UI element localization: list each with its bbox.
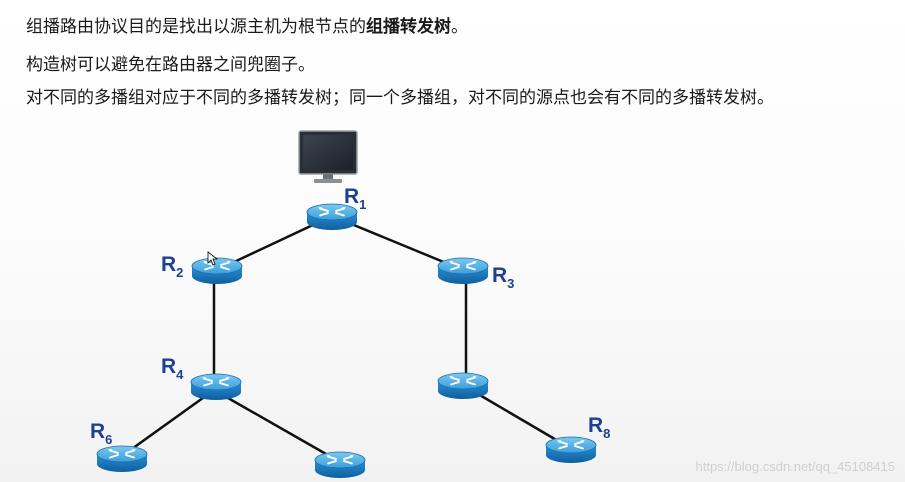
mouse-cursor-icon	[207, 251, 219, 266]
router-r2-icon	[191, 257, 243, 285]
link-r4-r6	[121, 388, 215, 458]
link-r4-r5	[213, 388, 341, 464]
router-r8-icon	[545, 436, 597, 464]
links	[121, 214, 571, 464]
intro-line-1: 组播路由协议目的是找出以源主机为根节点的组播转发树。	[26, 12, 468, 37]
label-r8: R8	[588, 414, 610, 441]
label-r1: R1	[344, 185, 366, 212]
router-r7-icon	[437, 372, 489, 400]
label-r2: R2	[161, 253, 183, 280]
label-r3: R3	[492, 264, 514, 291]
intro-line-2: 构造树可以避免在路由器之间兜圈子。	[26, 55, 315, 75]
link-r7-r8	[465, 385, 571, 450]
router-r6-icon	[96, 445, 148, 473]
router-r5-icon	[314, 451, 366, 479]
host-computer-icon	[298, 130, 358, 183]
router-r3-icon	[437, 257, 489, 285]
intro-line-1-bold: 组播转发树	[366, 17, 451, 37]
label-r4: R4	[161, 355, 184, 382]
watermark: https://blog.csdn.net/qq_45108415	[695, 459, 896, 474]
intro-line-1-text: 组播路由协议目的是找出以源主机为根节点的	[26, 17, 366, 37]
router-r4-icon	[190, 373, 242, 401]
intro-line-1-end: 。	[451, 17, 468, 37]
intro-line-3: 对不同的多播组对应于不同的多播转发树；同一个多播组，对不同的源点也会有不同的多播…	[26, 88, 774, 108]
label-r6: R6	[90, 420, 112, 447]
